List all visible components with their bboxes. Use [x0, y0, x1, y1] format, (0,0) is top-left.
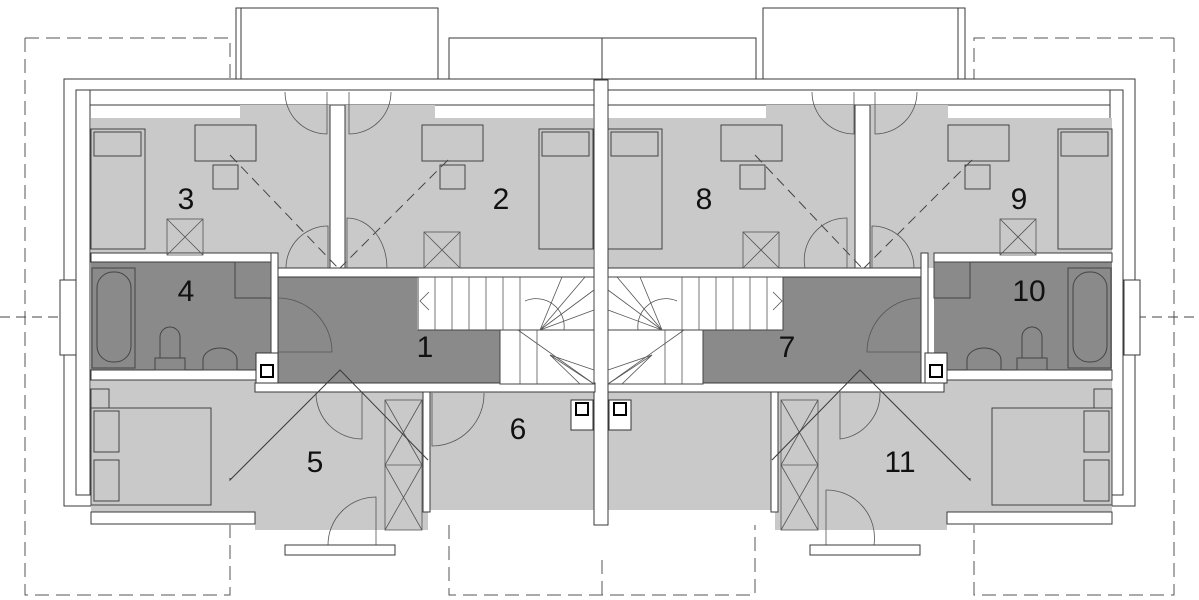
room-7-hall: [703, 276, 921, 385]
chimney-icon: [255, 352, 948, 431]
room-label-7: 7: [778, 331, 796, 364]
side-windows: [59, 279, 1141, 356]
cabinet-icon: [234, 261, 971, 299]
door-swing-icon: [277, 91, 922, 546]
entrance-steps: [284, 544, 921, 556]
interior-walls: [90, 79, 1113, 526]
stair-icon: [417, 276, 784, 385]
toilet-icon: [154, 326, 1048, 371]
desk-icon: [194, 124, 1010, 190]
room-outline-angled: [229, 369, 971, 482]
room-label-5: 5: [306, 446, 324, 479]
room-label-9: 9: [1010, 183, 1028, 216]
room-1-hall: [278, 276, 500, 385]
balconies: [235, 7, 966, 81]
room-label-4: 4: [177, 275, 195, 308]
sink-icon: [202, 347, 1002, 371]
room-label-3: 3: [177, 183, 195, 216]
room-label-1: 1: [416, 331, 434, 364]
double-bed-icon: [90, 388, 1113, 506]
skylight-icon: [166, 218, 1037, 269]
roof-window-lines: [229, 154, 973, 269]
room-label-6: 6: [509, 413, 527, 446]
bed-icon: [90, 128, 1113, 250]
room-label-2: 2: [492, 183, 510, 216]
bathtub-icon: [91, 267, 1112, 369]
room-label-8: 8: [695, 183, 713, 216]
room-label-11: 11: [884, 446, 916, 479]
room-label-10: 10: [1012, 275, 1046, 308]
